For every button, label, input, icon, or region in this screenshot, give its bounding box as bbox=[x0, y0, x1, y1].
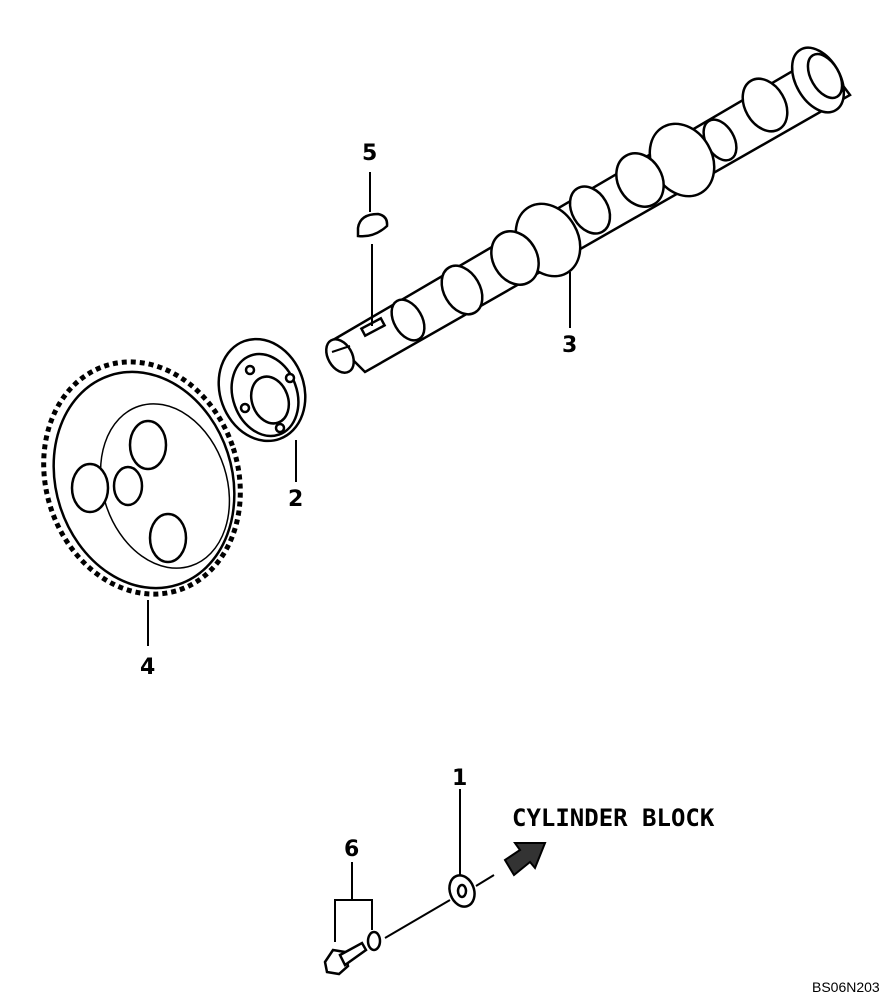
callout-1: 1 bbox=[452, 766, 467, 791]
drawing-code: BS06N203 bbox=[812, 979, 880, 995]
ball-bearing bbox=[217, 337, 307, 443]
cam-gear bbox=[41, 359, 243, 597]
callout-5: 5 bbox=[362, 141, 377, 166]
callout-2: 2 bbox=[288, 487, 303, 512]
cylinder-block-label: CYLINDER BLOCK bbox=[512, 804, 715, 832]
callout-3: 3 bbox=[562, 333, 577, 358]
direction-arrow bbox=[503, 842, 547, 877]
bolt-assembly bbox=[323, 789, 547, 976]
camshaft bbox=[325, 46, 852, 374]
callout-6: 6 bbox=[344, 837, 359, 862]
callout-4: 4 bbox=[140, 655, 155, 680]
woodruff-key bbox=[356, 212, 389, 238]
